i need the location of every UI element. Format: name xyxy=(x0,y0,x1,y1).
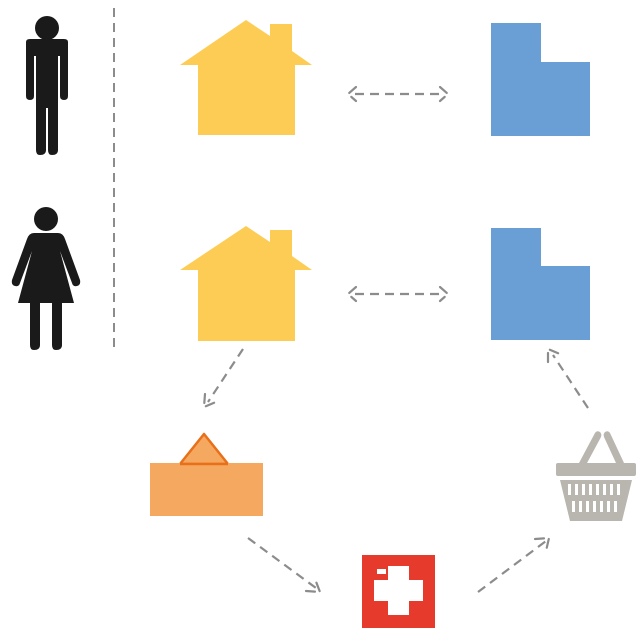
arrow-package-to-clinic xyxy=(247,537,322,594)
woman-icon xyxy=(11,207,81,350)
package-icon xyxy=(150,432,263,516)
medical-cross-icon xyxy=(362,555,435,628)
house-icon-row1 xyxy=(180,20,312,135)
man-icon xyxy=(26,16,68,155)
building-icon-row1 xyxy=(491,23,590,136)
arrow-home-to-package xyxy=(202,348,244,409)
house-icon-row2 xyxy=(180,226,312,341)
arrow-shopping-to-destination xyxy=(546,347,589,409)
building-icon-row2 xyxy=(491,228,590,340)
arrow-clinic-to-shopping xyxy=(477,536,551,593)
double-arrow-row2 xyxy=(346,285,450,303)
double-arrow-row1 xyxy=(346,85,450,103)
shopping-basket-icon xyxy=(556,431,636,521)
